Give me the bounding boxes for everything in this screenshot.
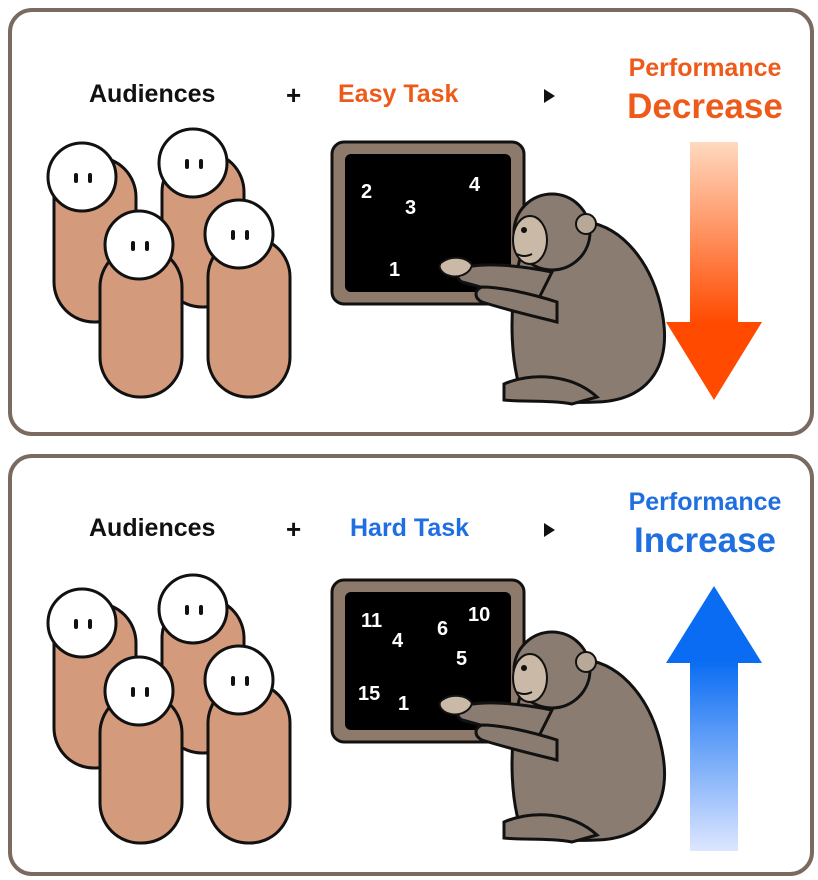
screen-number: 6	[437, 618, 449, 640]
plus-sign: +	[286, 514, 302, 544]
performance-label: Performance	[628, 54, 782, 82]
audience-group	[46, 573, 292, 845]
person-figure	[203, 198, 292, 399]
performance-label: Performance	[628, 488, 782, 516]
task-label: Hard Task	[350, 514, 470, 542]
result-label: Decrease	[627, 87, 783, 126]
monkey-figure	[438, 630, 666, 844]
screen-number: 4	[469, 174, 481, 196]
person-figure	[98, 655, 184, 845]
hard-task-illustration	[46, 573, 762, 851]
increase-arrow-icon	[666, 586, 762, 851]
result-label: Increase	[633, 521, 777, 560]
task-label: Easy Task	[338, 80, 459, 108]
arrow-pointer-icon	[544, 523, 555, 537]
monkey-figure	[438, 192, 666, 406]
screen-number: 3	[405, 197, 417, 219]
screen-number: 15	[358, 683, 381, 705]
audiences-label: Audiences	[89, 514, 216, 542]
decrease-arrow-icon	[666, 142, 762, 400]
plus-sign: +	[286, 80, 302, 110]
audience-group	[46, 127, 292, 399]
screen-number: 2	[361, 181, 373, 203]
screen-number: 10	[468, 604, 491, 626]
touch-screen	[330, 578, 526, 744]
person-figure	[98, 209, 184, 399]
screen-number: 1	[389, 259, 401, 281]
screen-number: 4	[392, 630, 404, 652]
arrow-pointer-icon	[544, 89, 555, 103]
audiences-label: Audiences	[89, 80, 216, 108]
person-figure	[203, 644, 292, 845]
panel-easy-task: Audiences + Easy Task Performance Decrea…	[8, 8, 814, 436]
screen-number: 11	[361, 610, 383, 632]
panel-hard-task: Audiences + Hard Task Performance Increa…	[8, 454, 814, 876]
screen-number: 1	[398, 693, 410, 715]
screen-number: 5	[456, 648, 468, 670]
easy-task-illustration	[46, 127, 762, 406]
